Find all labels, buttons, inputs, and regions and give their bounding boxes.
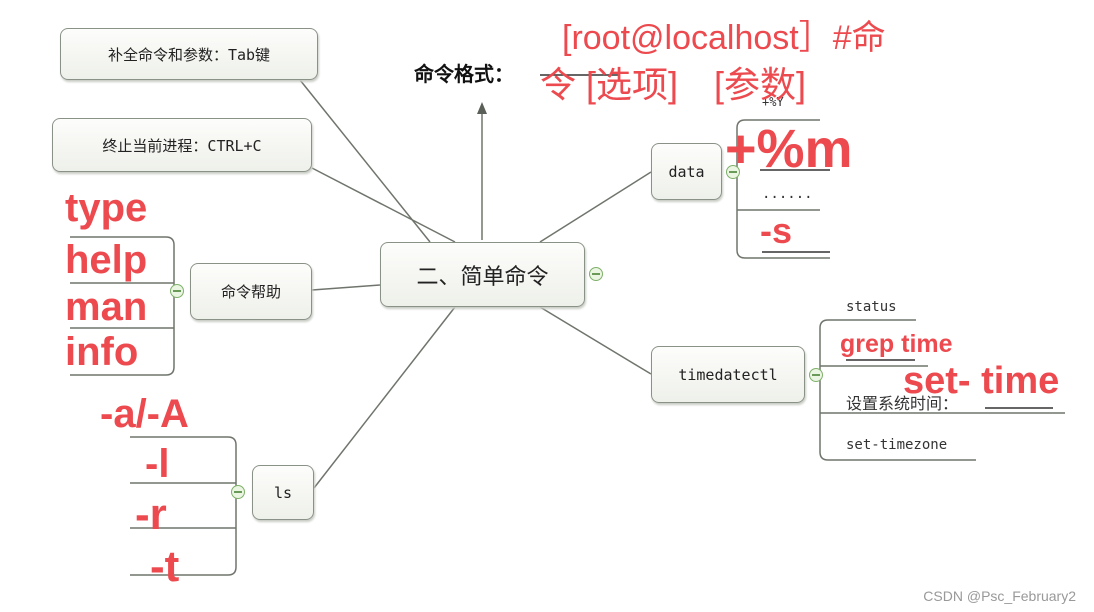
annotation-settime: set- time [903, 360, 1060, 402]
collapse-icon[interactable] [726, 165, 740, 179]
annotation-data-s: -s [760, 210, 793, 251]
annotation-help-1: help [65, 238, 148, 282]
collapse-icon[interactable] [589, 267, 603, 281]
node-center[interactable]: 二、简单命令 [380, 242, 585, 307]
format-label: 命令格式： [414, 62, 514, 86]
annotation-ls-2: -r [135, 490, 167, 539]
annotation-grep: grep time [840, 330, 953, 358]
leaf-status: status [846, 299, 897, 315]
node-ls[interactable]: ls [252, 465, 314, 520]
annotation-ls-1: -l [145, 442, 170, 486]
collapse-icon[interactable] [809, 368, 823, 382]
annotation-ls-3: -t [150, 542, 180, 591]
collapse-icon[interactable] [170, 284, 184, 298]
watermark: CSDN @Psc_February2 [923, 588, 1076, 604]
annotation-data-m: +%m [725, 119, 853, 179]
annotation-ls-0: -a/-A [100, 392, 189, 436]
leaf-set-time: 设置系统时间： [846, 394, 959, 413]
leaf-set-timezone: set-timezone [846, 437, 948, 453]
annotation-help-3: info [65, 330, 139, 374]
node-timedatectl[interactable]: timedatectl [651, 346, 805, 403]
collapse-icon[interactable] [231, 485, 245, 499]
leaf-year: +%Y [762, 95, 784, 109]
leaf-ellipsis: ...... [762, 186, 813, 202]
annotation-help-0: type [65, 186, 148, 230]
annotation-format-1: [root@localhost］#命 [562, 19, 886, 57]
node-tab-completion[interactable]: 补全命令和参数：Tab键 [60, 28, 318, 80]
node-data[interactable]: data [651, 143, 722, 200]
annotation-help-2: man [65, 285, 148, 329]
node-ctrl-c[interactable]: 终止当前进程：CTRL+C [52, 118, 312, 172]
annotation-format-2: 令 [选项] [参数] [540, 64, 807, 105]
node-help[interactable]: 命令帮助 [190, 263, 312, 320]
